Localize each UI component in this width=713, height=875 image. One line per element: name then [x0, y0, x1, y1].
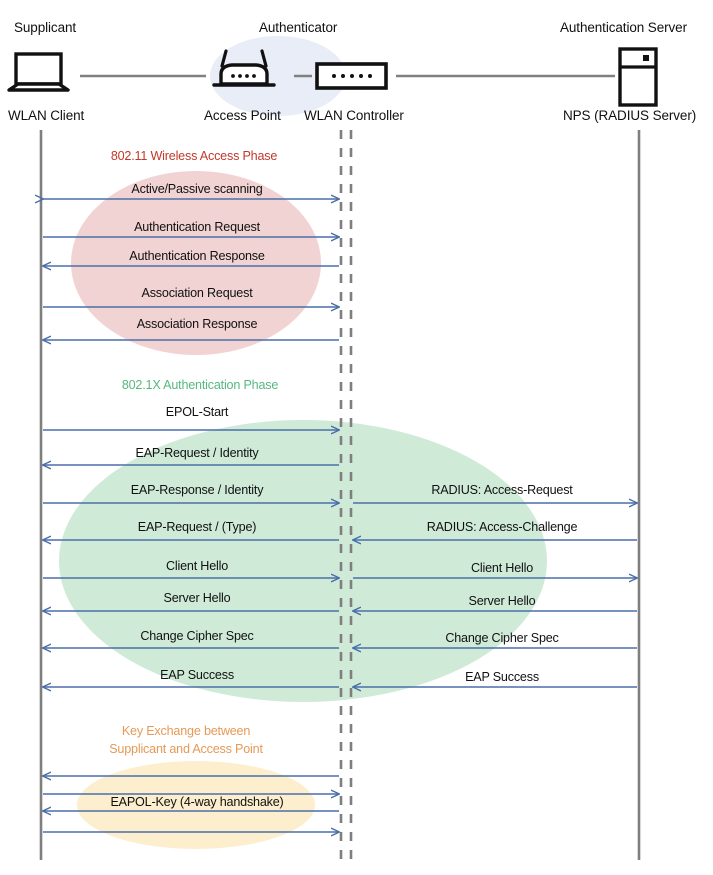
controller-icon: [315, 62, 388, 90]
msg-association-response-label: Association Response: [136, 317, 258, 331]
phase-key-exchange-ellipse: [77, 761, 315, 849]
phase-title-802-11: 802.11 Wireless Access Phase: [110, 147, 278, 165]
msg-client-hello-left-label: Client Hello: [166, 559, 228, 573]
msg-eap-success-right-label: EAP Success: [465, 670, 539, 684]
msg-client-hello-right-label: Client Hello: [471, 561, 533, 575]
msg-eapol-start-label: EPOL-Start: [165, 405, 229, 419]
node-label-access-point: Access Point: [204, 108, 281, 123]
phase-title-line: Key Exchange between: [121, 724, 251, 738]
phase-title-line: 802.1X Authentication Phase: [121, 378, 279, 392]
msg-eap-request-identity-label: EAP-Request / Identity: [135, 446, 259, 460]
msg-change-cipher-spec-left-label: Change Cipher Spec: [140, 629, 254, 643]
server-icon: [618, 47, 658, 107]
msg-radius-access-challenge-label: RADIUS: Access-Challenge: [426, 520, 578, 534]
laptop-icon: [7, 52, 70, 92]
msg-change-cipher-spec-right-label: Change Cipher Spec: [445, 631, 559, 645]
phase-802-11-ellipse: [71, 171, 321, 355]
msg-radius-access-request-label: RADIUS: Access-Request: [431, 483, 573, 497]
phase-title-line: Supplicant and Access Point: [109, 742, 263, 756]
msg-eap-success-left-label: EAP Success: [160, 668, 234, 682]
msg-server-hello-right-label: Server Hello: [468, 594, 536, 608]
msg-authentication-response-label: Authentication Response: [129, 249, 265, 263]
authenticator-group-ellipse: [210, 36, 346, 116]
msg-authentication-request-label: Authentication Request: [134, 220, 260, 234]
msg-association-request-label: Association Request: [141, 286, 253, 300]
phase-802-1x-ellipse: [59, 420, 547, 702]
node-label-wlan-client: WLAN Client: [8, 108, 85, 123]
message-arrows-left: [43, 199, 339, 832]
msg-eap-request-type-label: EAP-Request / (Type): [137, 520, 257, 534]
msg-server-hello-left-label: Server Hello: [163, 591, 231, 605]
phase-title-line: 802.11 Wireless Access Phase: [110, 149, 278, 163]
node-label-nps-radius-server: NPS (RADIUS Server): [563, 108, 697, 123]
phase-title-802-1x: 802.1X Authentication Phase: [121, 376, 279, 394]
msg-active-passive-scanning-label: Active/Passive scanning: [131, 182, 263, 196]
role-label-authenticator: Authenticator: [259, 20, 338, 35]
node-label-wlan-controller: WLAN Controller: [304, 108, 404, 123]
msg-eapol-key-3-label: EAPOL-Key (4-way handshake): [110, 795, 284, 809]
access-point-icon: [212, 49, 276, 87]
role-label-authentication-server: Authentication Server: [560, 20, 687, 35]
role-label-supplicant: Supplicant: [14, 20, 77, 35]
message-arrows-right: [353, 503, 637, 687]
msg-eap-response-identity-label: EAP-Response / Identity: [130, 483, 264, 497]
